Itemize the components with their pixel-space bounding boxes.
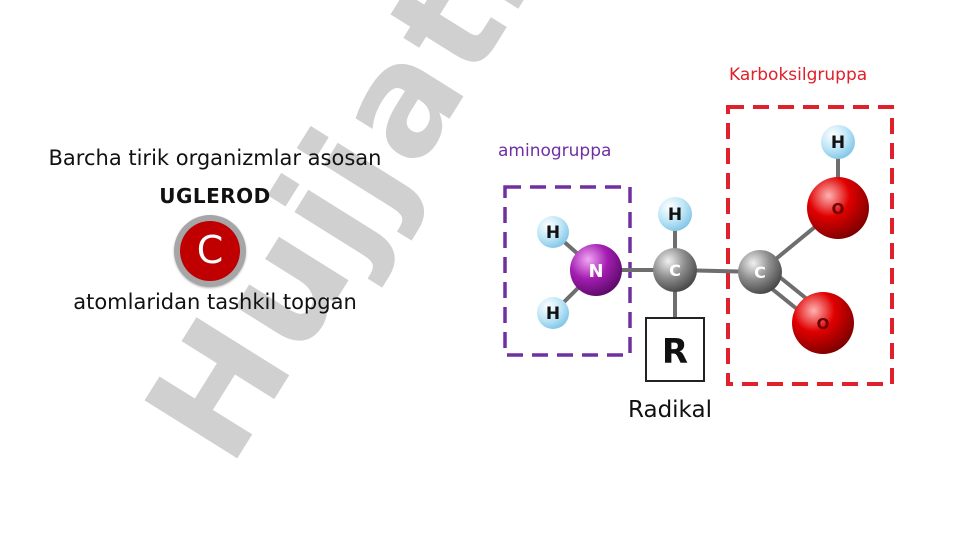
carboxyl-group-box bbox=[726, 105, 894, 386]
atom-oxygen-carbonyl: O bbox=[792, 292, 854, 354]
svg-text:C: C bbox=[669, 261, 681, 280]
highlight-word: UGLEROD bbox=[159, 184, 271, 208]
intro-line: Barcha tirik organizmlar asosan bbox=[48, 146, 382, 170]
carbon-badge-letter: C bbox=[196, 228, 224, 272]
atom-h-hydroxyl: H bbox=[821, 125, 855, 159]
svg-text:O: O bbox=[832, 200, 845, 218]
svg-text:N: N bbox=[588, 261, 603, 282]
radical-box bbox=[645, 317, 705, 382]
atom-carbon-alpha: C bbox=[653, 248, 697, 292]
conclusion-line: atomlaridan tashkil topgan bbox=[73, 290, 357, 314]
atom-h-amino-bottom: H bbox=[537, 297, 569, 329]
svg-text:H: H bbox=[831, 133, 845, 153]
svg-text:H: H bbox=[546, 304, 560, 324]
atom-carbon-carboxyl: C bbox=[738, 250, 782, 294]
carbon-badge-icon: C bbox=[174, 215, 246, 287]
atom-h-alpha: H bbox=[658, 197, 692, 231]
radical-label: Radikal bbox=[628, 397, 712, 423]
amino-group-label: aminogruppa bbox=[498, 141, 612, 161]
atom-nitrogen: N bbox=[570, 244, 622, 296]
svg-text:H: H bbox=[668, 205, 682, 225]
radical-box-letter: R bbox=[662, 332, 688, 372]
svg-text:C: C bbox=[754, 263, 766, 282]
svg-text:O: O bbox=[817, 315, 830, 333]
carboxyl-group-label: Karboksilgruppa bbox=[729, 65, 868, 85]
svg-text:H: H bbox=[546, 223, 560, 243]
atom-oxygen-hydroxyl: O bbox=[807, 177, 869, 239]
bonds bbox=[551, 140, 840, 328]
atom-h-amino-top: H bbox=[537, 216, 569, 248]
carbon-badge-inner: C bbox=[180, 221, 240, 281]
